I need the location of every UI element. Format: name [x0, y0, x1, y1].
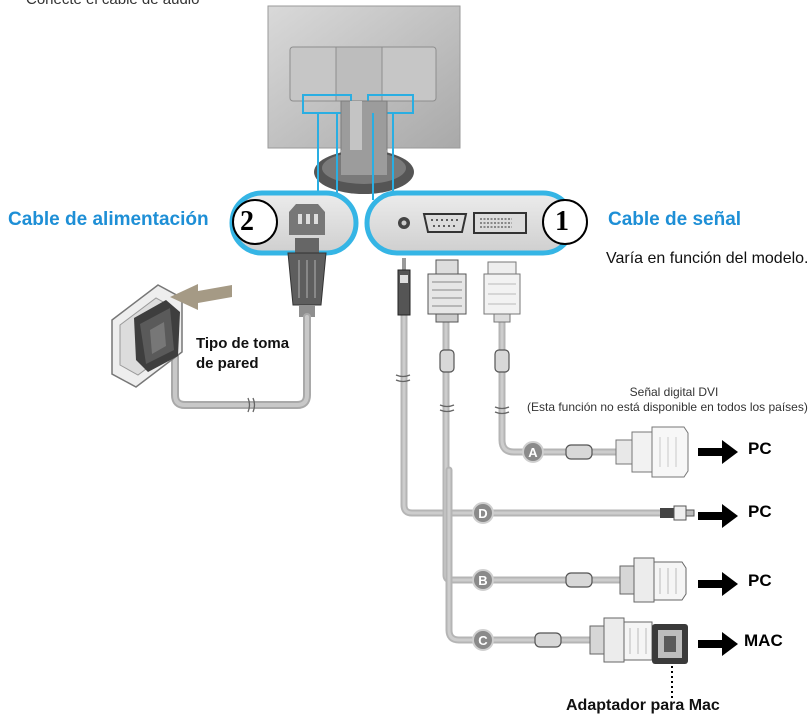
- model-note: Varía en función del modelo.: [606, 250, 808, 267]
- dvi-note: Señal digital DVI (Esta función no está …: [527, 385, 808, 415]
- mac-adapter: [652, 624, 688, 700]
- header-text: Conecte el cable de audio: [26, 0, 199, 8]
- target-b: PC: [748, 571, 772, 590]
- break-marks: [247, 374, 510, 415]
- signal-number: 1: [555, 206, 569, 237]
- arrows: [698, 440, 738, 656]
- dvi-note-line1: Señal digital DVI: [629, 385, 719, 399]
- dvi-note-line2: (Esta función no está disponible en todo…: [527, 400, 808, 414]
- signal-panel: [364, 190, 588, 256]
- connection-letter-b: B: [472, 569, 494, 591]
- audio-jack-top: [397, 258, 411, 316]
- callout-lines: [317, 113, 394, 200]
- dvi-connector-a: [615, 426, 689, 478]
- monitor-back: [267, 5, 461, 194]
- connection-letter-c: C: [472, 629, 494, 651]
- ferrite-beads: [439, 349, 593, 648]
- mac-adapter-label: Adaptador para Mac: [566, 697, 720, 714]
- power-number: 2: [240, 206, 254, 237]
- power-cable-label: Cable de alimentación: [8, 209, 209, 230]
- target-a: PC: [748, 439, 772, 458]
- target-c: MAC: [744, 631, 783, 650]
- target-d: PC: [748, 502, 772, 521]
- connection-letter-a: A: [522, 441, 544, 463]
- dvi-connector-top: [483, 261, 521, 323]
- outlet-type-label: Tipo de toma de pared: [196, 335, 290, 372]
- connection-letter-d: D: [472, 502, 494, 524]
- vga-connector-c: [589, 617, 653, 663]
- power-plug: [287, 238, 327, 317]
- cables: [171, 311, 664, 644]
- audio-plug-d: [660, 505, 695, 521]
- vga-connector-top: [427, 259, 467, 323]
- signal-cable-label: Cable de señal: [608, 209, 742, 230]
- insert-arrow: [170, 284, 232, 310]
- wall-outlet: [111, 284, 183, 388]
- vga-connector-b: [619, 557, 687, 603]
